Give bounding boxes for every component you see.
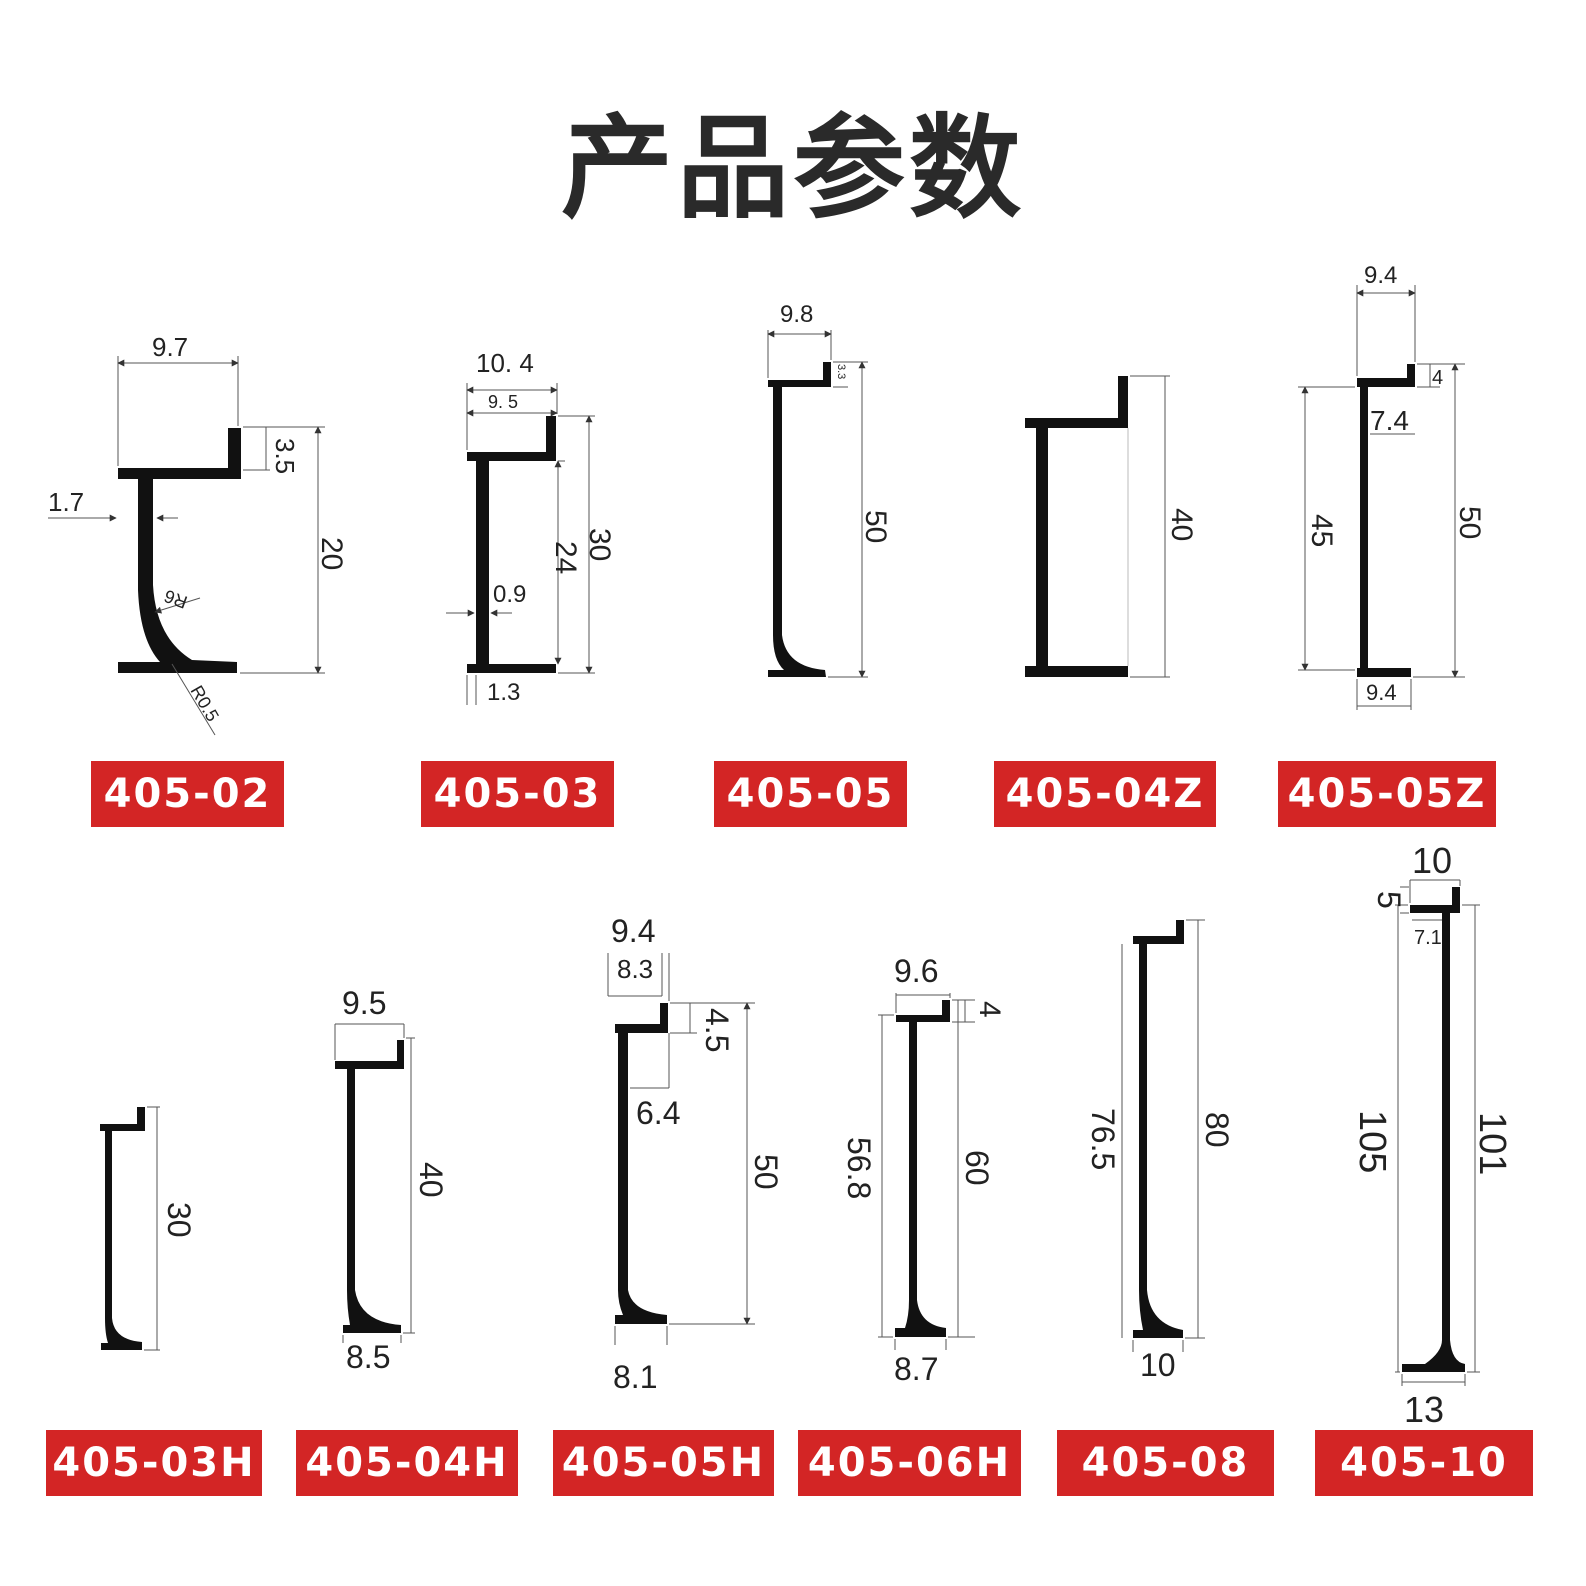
dim-405-05Z-lip: 4 <box>1432 367 1443 389</box>
profile-405-10-shape <box>1402 887 1465 1372</box>
dim-405-04H-width: 9.5 <box>342 985 386 1021</box>
model-label-405-08: 405-08 <box>1057 1430 1274 1496</box>
profile-405-02-shape <box>118 428 241 673</box>
dim-405-10-height: 105 <box>1351 1110 1393 1173</box>
profile-405-06H-drawing: 9.6 4 56.8 60 8.7 <box>841 953 1006 1387</box>
dim-405-04Z-height: 40 <box>1165 508 1198 541</box>
dim-405-04H-height: 40 <box>413 1162 449 1198</box>
dim-405-10-lip: 5 <box>1371 891 1407 909</box>
model-label-405-10: 405-10 <box>1315 1430 1533 1496</box>
dim-405-10-inner-height: 101 <box>1471 1112 1513 1175</box>
dim-405-05H-inner-depth: 6.4 <box>636 1095 680 1131</box>
model-label-405-05: 405-05 <box>714 761 907 827</box>
dim-405-02-height: 20 <box>315 537 348 570</box>
dim-405-05Z-width: 9.4 <box>1364 262 1397 289</box>
profile-405-02-drawing: 9.7 3.5 1.7 20 R6 R0.5 <box>48 332 348 736</box>
profile-405-06H-shape <box>895 1000 950 1337</box>
profile-405-03H-shape <box>100 1107 145 1350</box>
dim-405-05H-base: 8.1 <box>613 1359 657 1395</box>
profile-405-04Z-shape <box>1025 376 1128 677</box>
profile-405-05Z-drawing: 9.4 4 7.4 45 50 9.4 <box>1298 262 1486 710</box>
profile-405-03H-drawing: 30 <box>100 1106 197 1351</box>
dim-405-10-width: 10 <box>1412 840 1452 881</box>
profile-405-04Z-drawing: 40 <box>1025 375 1198 678</box>
dim-405-03H-height: 30 <box>161 1202 197 1238</box>
page-title: 产品参数 <box>561 104 1025 234</box>
model-label-405-02: 405-02 <box>91 761 284 827</box>
dim-405-05H-width: 9.4 <box>611 913 655 949</box>
dim-405-05Z-inner: 7.4 <box>1370 405 1409 436</box>
dim-405-02-lip: 3.5 <box>270 438 300 474</box>
dim-405-10-inner: 7.1 <box>1414 927 1442 949</box>
dim-405-03-flange: 1.3 <box>487 679 520 706</box>
dim-405-05-lip: 3.3 <box>835 364 847 379</box>
dim-405-05H-inner: 8.3 <box>617 954 653 984</box>
model-label-405-04Z: 405-04Z <box>994 761 1216 827</box>
profile-405-04H-drawing: 9.5 40 8.5 <box>334 985 449 1375</box>
model-label-405-03: 405-03 <box>421 761 614 827</box>
dim-405-08-inner-height: 76.5 <box>1085 1108 1121 1170</box>
profile-405-05-shape <box>768 362 831 677</box>
model-label-405-05H: 405-05H <box>553 1430 774 1496</box>
dim-405-10-base: 13 <box>1404 1389 1444 1430</box>
dim-405-08-height: 80 <box>1199 1112 1235 1148</box>
profile-405-03-drawing: 10. 4 9. 5 30 24 0.9 1.3 <box>446 348 616 706</box>
dim-405-05-height: 50 <box>859 510 892 543</box>
dim-405-03-inner-height: 24 <box>549 541 582 574</box>
dim-405-06H-height: 60 <box>959 1150 995 1186</box>
dim-405-02-thickness: 1.7 <box>48 487 84 517</box>
dim-405-03-inner: 9. 5 <box>488 392 518 412</box>
dim-405-03-height: 30 <box>583 528 616 561</box>
dim-405-05-width: 9.8 <box>780 301 813 328</box>
dim-405-06H-inner-height: 56.8 <box>841 1137 877 1199</box>
dim-405-05Z-inner-height: 45 <box>1305 514 1338 547</box>
dim-405-05Z-base: 9.4 <box>1366 680 1397 705</box>
profile-405-10-drawing: 10 5 7.1 105 101 13 <box>1351 840 1513 1430</box>
model-label-405-04H: 405-04H <box>296 1430 518 1496</box>
dim-405-02-corner: R0.5 <box>187 682 223 725</box>
dim-405-08-base: 10 <box>1140 1347 1176 1383</box>
dim-405-06H-base: 8.7 <box>894 1351 938 1387</box>
dim-405-04H-base: 8.5 <box>346 1339 390 1375</box>
profile-405-08-shape <box>1133 920 1184 1338</box>
model-label-405-05Z: 405-05Z <box>1278 761 1496 827</box>
model-label-405-06H: 405-06H <box>798 1430 1021 1496</box>
dim-405-05Z-height: 50 <box>1453 506 1486 539</box>
dim-405-05H-height: 50 <box>748 1154 784 1190</box>
profile-405-05H-drawing: 9.4 8.3 4.5 6.4 50 8.1 <box>607 913 784 1395</box>
dim-405-06H-lip: 4 <box>973 1001 1006 1018</box>
dim-405-05H-lip: 4.5 <box>699 1008 735 1052</box>
profile-405-04H-shape <box>335 1040 404 1333</box>
profile-405-03-shape <box>467 416 556 673</box>
dim-405-03-web: 0.9 <box>493 581 526 608</box>
profile-405-05Z-shape <box>1357 364 1415 677</box>
model-label-405-03H: 405-03H <box>46 1430 262 1496</box>
profile-405-05-drawing: 9.8 3.3 50 <box>767 301 892 678</box>
dim-405-03-width: 10. 4 <box>476 348 534 378</box>
profile-405-08-drawing: 76.5 80 10 <box>1085 919 1235 1383</box>
dim-405-02-width: 9.7 <box>152 332 188 362</box>
profile-405-05H-shape <box>615 1003 668 1324</box>
dim-405-06H-width: 9.6 <box>894 953 938 989</box>
